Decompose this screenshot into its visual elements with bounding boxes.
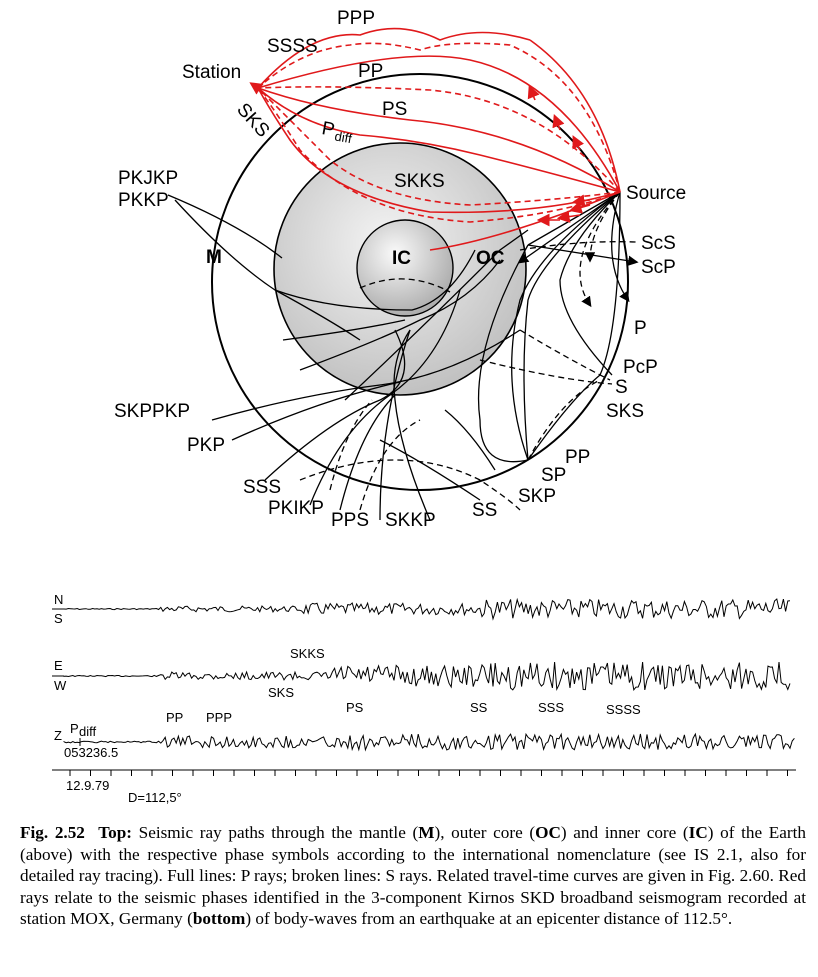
- phase-sks: SKS: [268, 685, 294, 700]
- label-ppp: PPP: [337, 8, 375, 29]
- epicenter-distance: D=112,5°: [128, 790, 182, 805]
- trace-ns: [63, 597, 791, 621]
- caption-m: M: [418, 823, 435, 842]
- label-sks-left: SKS: [232, 99, 273, 141]
- label-station: Station: [182, 62, 241, 83]
- time-axis-ticks: [69, 770, 788, 776]
- label-ssss: SSSS: [267, 36, 318, 57]
- caption-text-1: Seismic ray paths through the mantle (: [132, 823, 419, 842]
- figure-caption: Fig. 2.52 Top: Seismic ray paths through…: [20, 822, 806, 930]
- trace-e-label-top: E: [54, 658, 63, 673]
- time-code: 053236.5: [64, 745, 118, 760]
- phase-ssss: SSSS: [606, 702, 641, 717]
- label-scp: ScP: [641, 257, 676, 278]
- label-pdiff: P diff: [320, 118, 354, 146]
- caption-text-5: ) of body-waves from an earthquake at an…: [245, 909, 733, 928]
- label-pps: PPS: [331, 510, 369, 531]
- red-ray-paths: [249, 27, 621, 251]
- svg-text:diff: diff: [79, 724, 96, 739]
- label-pp-right: PP: [565, 447, 590, 468]
- label-ss: SS: [472, 500, 497, 521]
- label-pkikp: PKIKP: [268, 498, 324, 519]
- caption-text-3: ) and inner core (: [560, 823, 689, 842]
- label-sss: SSS: [243, 477, 281, 498]
- caption-top-word: Top:: [98, 823, 132, 842]
- svg-text:P: P: [320, 118, 336, 141]
- caption-oc: OC: [535, 823, 561, 842]
- label-skp: SKP: [518, 486, 556, 507]
- label-oc: OC: [476, 248, 505, 269]
- trace-n-label-bottom: S: [54, 611, 63, 626]
- trace-n-label-top: N: [54, 592, 63, 607]
- label-ic: IC: [392, 248, 411, 269]
- label-scs: ScS: [641, 233, 676, 254]
- phase-ppp: PPP: [206, 710, 232, 725]
- label-sks-right: SKS: [606, 401, 644, 422]
- label-skkp: SKKP: [385, 510, 436, 531]
- label-pkjkp: PKJKP: [118, 168, 178, 189]
- caption-text-4: ) of the Earth (above) with the respecti…: [20, 823, 807, 928]
- caption-fig-number: Fig. 2.52: [20, 823, 85, 842]
- label-sp: SP: [541, 465, 566, 486]
- svg-text:P: P: [70, 721, 79, 736]
- diagram-labels: PPP SSSS Station PP PS SKS P diff SKKS P…: [114, 8, 686, 531]
- label-m: M: [206, 247, 222, 268]
- label-pkp: PKP: [187, 435, 225, 456]
- phase-pp: PP: [166, 710, 183, 725]
- phase-skks: SKKS: [290, 646, 325, 661]
- phase-pdiff: P diff: [70, 721, 96, 739]
- inner-core: [356, 219, 454, 317]
- label-skks: SKKS: [394, 171, 445, 192]
- inner-core-dashed-ray: [359, 278, 451, 293]
- seismic-ray-figure: PPP SSSS Station PP PS SKS P diff SKKS P…: [52, 8, 796, 805]
- label-pcp: PcP: [623, 357, 658, 378]
- trace-e-label-bottom: W: [54, 678, 67, 693]
- black-ray-paths: [167, 191, 639, 521]
- caption-ic: IC: [688, 823, 708, 842]
- label-pkkp: PKKP: [118, 190, 169, 211]
- label-skppkp: SKPPKP: [114, 401, 190, 422]
- label-ps: PS: [382, 99, 407, 120]
- caption-bottom-word: bottom: [192, 909, 246, 928]
- svg-text:diff: diff: [334, 128, 354, 146]
- phase-ss: SS: [470, 700, 488, 715]
- caption-text-2: ), outer core (: [434, 823, 536, 842]
- trace-ew: [63, 662, 791, 692]
- label-s: S: [615, 377, 628, 398]
- phase-sss: SSS: [538, 700, 564, 715]
- label-pp-top: PP: [358, 61, 383, 82]
- seismogram: N S E W Z SKKS SKS PS SS SSS SSSS PP PPP…: [52, 592, 796, 805]
- record-date: 12.9.79: [66, 778, 109, 793]
- phase-ps: PS: [346, 700, 364, 715]
- trace-z: [63, 732, 795, 752]
- label-source: Source: [626, 183, 686, 204]
- trace-z-label: Z: [54, 728, 62, 743]
- label-p: P: [634, 318, 647, 339]
